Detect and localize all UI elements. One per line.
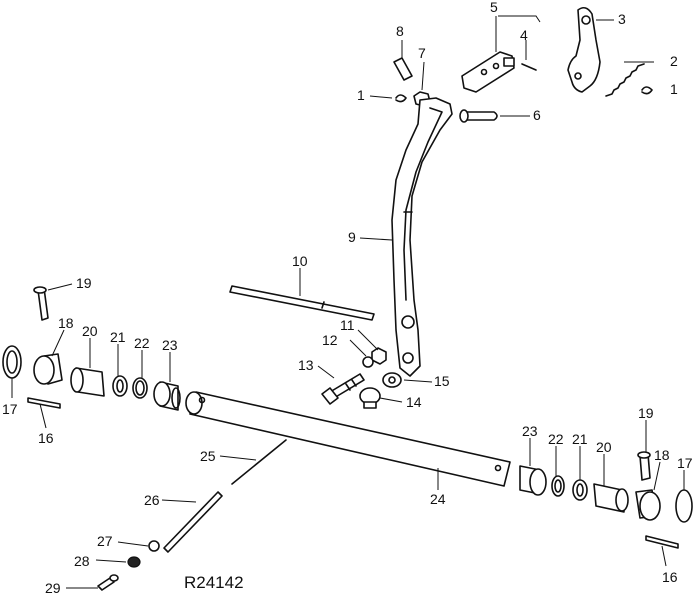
part-spacer-27 xyxy=(148,540,160,552)
callout-15: 15 xyxy=(434,373,450,389)
callout-16-left: 16 xyxy=(38,430,54,446)
part-bearing-23-right xyxy=(519,465,547,496)
callout-6: 6 xyxy=(533,107,541,123)
part-ring-17-right xyxy=(675,489,693,523)
callout-8: 8 xyxy=(396,23,404,39)
part-ring-17-left xyxy=(2,345,22,379)
part-cap-18-right xyxy=(635,489,661,521)
figure-id: R24142 xyxy=(184,573,244,592)
callout-16-right: 16 xyxy=(662,569,678,585)
callout-11: 11 xyxy=(340,317,355,333)
part-bushing-20-right xyxy=(593,483,629,513)
callout-19-left: 19 xyxy=(76,275,92,291)
part-rod-10 xyxy=(229,285,375,321)
callout-25: 25 xyxy=(200,448,216,464)
callout-28: 28 xyxy=(74,553,90,569)
callout-10: 10 xyxy=(292,253,308,269)
callout-20-right: 20 xyxy=(596,439,612,455)
part-pin-19-left xyxy=(33,286,49,321)
part-pin-6 xyxy=(459,109,498,123)
part-rod-26 xyxy=(163,491,223,553)
part-ring-21-left xyxy=(112,375,128,397)
part-pin-16-right xyxy=(645,535,679,549)
part-pin-8 xyxy=(393,57,413,81)
part-bolt-13 xyxy=(321,373,365,405)
callout-18-right: 18 xyxy=(654,447,670,463)
callout-24: 24 xyxy=(430,491,446,507)
callout-26: 26 xyxy=(144,492,160,508)
part-ring-22-right xyxy=(551,475,565,497)
callout-3: 3 xyxy=(618,11,626,27)
part-cap-18-left xyxy=(33,353,63,385)
callout-17-left: 17 xyxy=(2,401,18,417)
callout-23-left: 23 xyxy=(162,337,178,353)
part-shaft-24 xyxy=(185,391,511,487)
callout-17-right: 17 xyxy=(677,455,693,471)
part-ring-21-right xyxy=(572,479,588,501)
part-ring-22-left xyxy=(132,377,148,399)
part-lever-3 xyxy=(567,6,601,93)
part-bushing-20-left xyxy=(70,367,105,397)
callout-18-left: 18 xyxy=(58,315,74,331)
callout-29: 29 xyxy=(45,580,61,596)
part-pin-4 xyxy=(521,63,537,71)
callout-21-right: 21 xyxy=(572,431,588,447)
part-rod-25 xyxy=(231,439,287,485)
part-washer-12 xyxy=(362,356,374,368)
part-spring-2 xyxy=(605,63,645,97)
part-cotter-1-left xyxy=(395,94,407,103)
part-arm-9 xyxy=(391,97,453,377)
callout-7: 7 xyxy=(418,45,426,61)
callout-21-left: 21 xyxy=(110,329,126,345)
callout-22-right: 22 xyxy=(548,431,564,447)
part-nut-28 xyxy=(127,556,141,568)
part-pin-19-right xyxy=(637,451,651,481)
callout-22-left: 22 xyxy=(134,335,150,351)
callout-19-right: 19 xyxy=(638,405,654,421)
callout-23-right: 23 xyxy=(522,423,538,439)
part-bolt-29 xyxy=(97,574,119,591)
callout-9: 9 xyxy=(348,229,356,245)
part-bracket-5 xyxy=(461,51,515,93)
callout-20-left: 20 xyxy=(82,323,98,339)
part-cotter-1-right xyxy=(641,86,653,95)
part-pin-16-left xyxy=(27,397,61,409)
callout-13: 13 xyxy=(298,357,314,373)
callout-14: 14 xyxy=(406,394,422,410)
callout-2: 2 xyxy=(670,53,678,69)
part-bushing-15 xyxy=(382,372,402,388)
callout-4: 4 xyxy=(520,27,528,43)
callout-12: 12 xyxy=(322,332,338,348)
part-nut-11 xyxy=(371,347,387,365)
callout-1-left: 1 xyxy=(357,87,365,103)
part-plug-14 xyxy=(359,387,381,409)
callout-27: 27 xyxy=(97,533,113,549)
callout-1-right: 1 xyxy=(670,81,678,97)
part-bearing-23-left xyxy=(153,381,181,411)
leader-lines xyxy=(11,15,685,589)
callout-5: 5 xyxy=(490,0,498,15)
